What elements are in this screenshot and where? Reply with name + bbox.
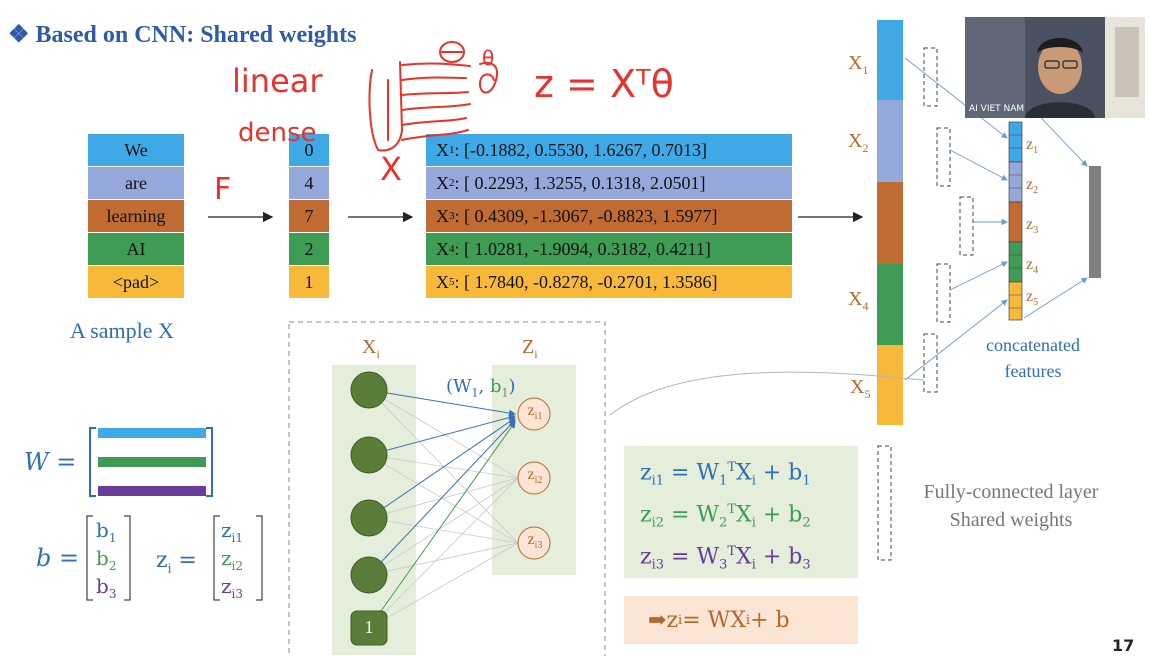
zi-entry: zi3 — [221, 574, 244, 601]
stack-segment-x2 — [877, 100, 903, 182]
stack-label-x1: X1 — [848, 52, 869, 77]
fc-label: Fully-connected layer Shared weights — [923, 481, 1099, 531]
nn-edges — [368, 389, 519, 629]
stack-segment-x4 — [877, 264, 903, 345]
stack-segment-x5 — [877, 345, 903, 425]
stack-label-x5: X5 — [850, 376, 871, 401]
annotation-f: F — [214, 172, 232, 207]
annotation-linear: linear — [232, 62, 323, 100]
b-entry: b2 — [96, 546, 117, 573]
output-bar — [1089, 166, 1101, 278]
filter-connections — [904, 57, 1088, 381]
token-cell: are — [88, 167, 184, 200]
annotation-x: X — [380, 150, 402, 188]
b-entry: b1 — [96, 518, 117, 545]
page-number: 17 — [1112, 636, 1135, 655]
z-label: z3 — [1026, 216, 1039, 237]
index-cell: 2 — [289, 233, 329, 266]
nn-bias-edge — [368, 421, 516, 629]
sample-label: A sample X — [70, 318, 174, 343]
z-column — [1008, 121, 1023, 321]
index-cell: 4 — [289, 167, 329, 200]
annotation-strokes — [368, 41, 498, 152]
matrix-brackets — [86, 515, 263, 601]
index-cell: 7 — [289, 200, 329, 233]
nn-input-nodes — [350, 371, 388, 594]
annotation-dense: dense — [238, 118, 317, 148]
w-matrix — [89, 427, 213, 497]
zi-vector-label: zi = — [156, 548, 197, 576]
z-label: z4 — [1026, 256, 1039, 277]
slide-title: ❖ Based on CNN: Shared weights — [8, 20, 356, 49]
zi-entry: zi2 — [221, 546, 244, 573]
stack-label-x2: X2 — [848, 130, 869, 155]
z-label: z5 — [1026, 288, 1039, 309]
token-cell: learning — [88, 200, 184, 233]
nn-weight-edges — [368, 389, 516, 576]
token-cell: AI — [88, 233, 184, 266]
z-label: z1 — [1026, 136, 1039, 157]
index-cell: 1 — [289, 266, 329, 299]
nn-bias-node — [350, 610, 388, 646]
annotation-theta: θ — [482, 46, 495, 70]
annotation-formula: z = Xᵀθ — [534, 62, 674, 106]
title-bullet-icon: ❖ — [8, 22, 30, 48]
stack-label-x4: X4 — [848, 288, 869, 313]
nn-output-label: zi1 — [527, 402, 543, 423]
nn-zi-label: Zi — [522, 336, 538, 361]
token-cell: <pad> — [88, 266, 184, 299]
title-text: Based on CNN: Shared weights — [35, 22, 357, 48]
webcam-overlay: AI VIET NAM — [965, 17, 1145, 118]
nn-frame — [288, 321, 606, 656]
webcam-label: AI VIET NAM — [969, 104, 1025, 114]
stack-segment-x3 — [877, 182, 903, 264]
w-matrix-label: W = — [24, 448, 77, 476]
b-vector-label: b = — [36, 544, 80, 572]
equation-z1: zi1 = W1TXi + b1 — [640, 460, 811, 489]
presenter-video — [965, 17, 1145, 118]
index-cell: 0 — [289, 134, 329, 167]
stack-segment-x1 — [877, 20, 903, 100]
nn-output-nodes — [517, 397, 551, 560]
arrow-right-icon: ➡ — [648, 607, 667, 633]
equation-box — [624, 446, 858, 578]
nn-bias-node-label: 1 — [364, 617, 374, 637]
token-cell: We — [88, 134, 184, 167]
concat-label: concatenated features — [986, 335, 1080, 381]
nn-output-label: zi2 — [527, 466, 543, 487]
equation-z3: zi3 = W3TXi + b3 — [640, 544, 811, 573]
z-label: z2 — [1026, 176, 1039, 197]
zoom-curve — [609, 371, 925, 416]
equation-z2: zi2 = W2TXi + b2 — [640, 502, 811, 531]
zi-entry: zi1 — [221, 518, 244, 545]
b-entry: b3 — [96, 574, 117, 601]
nn-output-label: zi3 — [527, 531, 543, 552]
nn-xi-label: Xi — [362, 336, 380, 361]
nn-weight-label: (W1, b1) — [446, 376, 516, 400]
filter-boxes — [877, 47, 974, 561]
